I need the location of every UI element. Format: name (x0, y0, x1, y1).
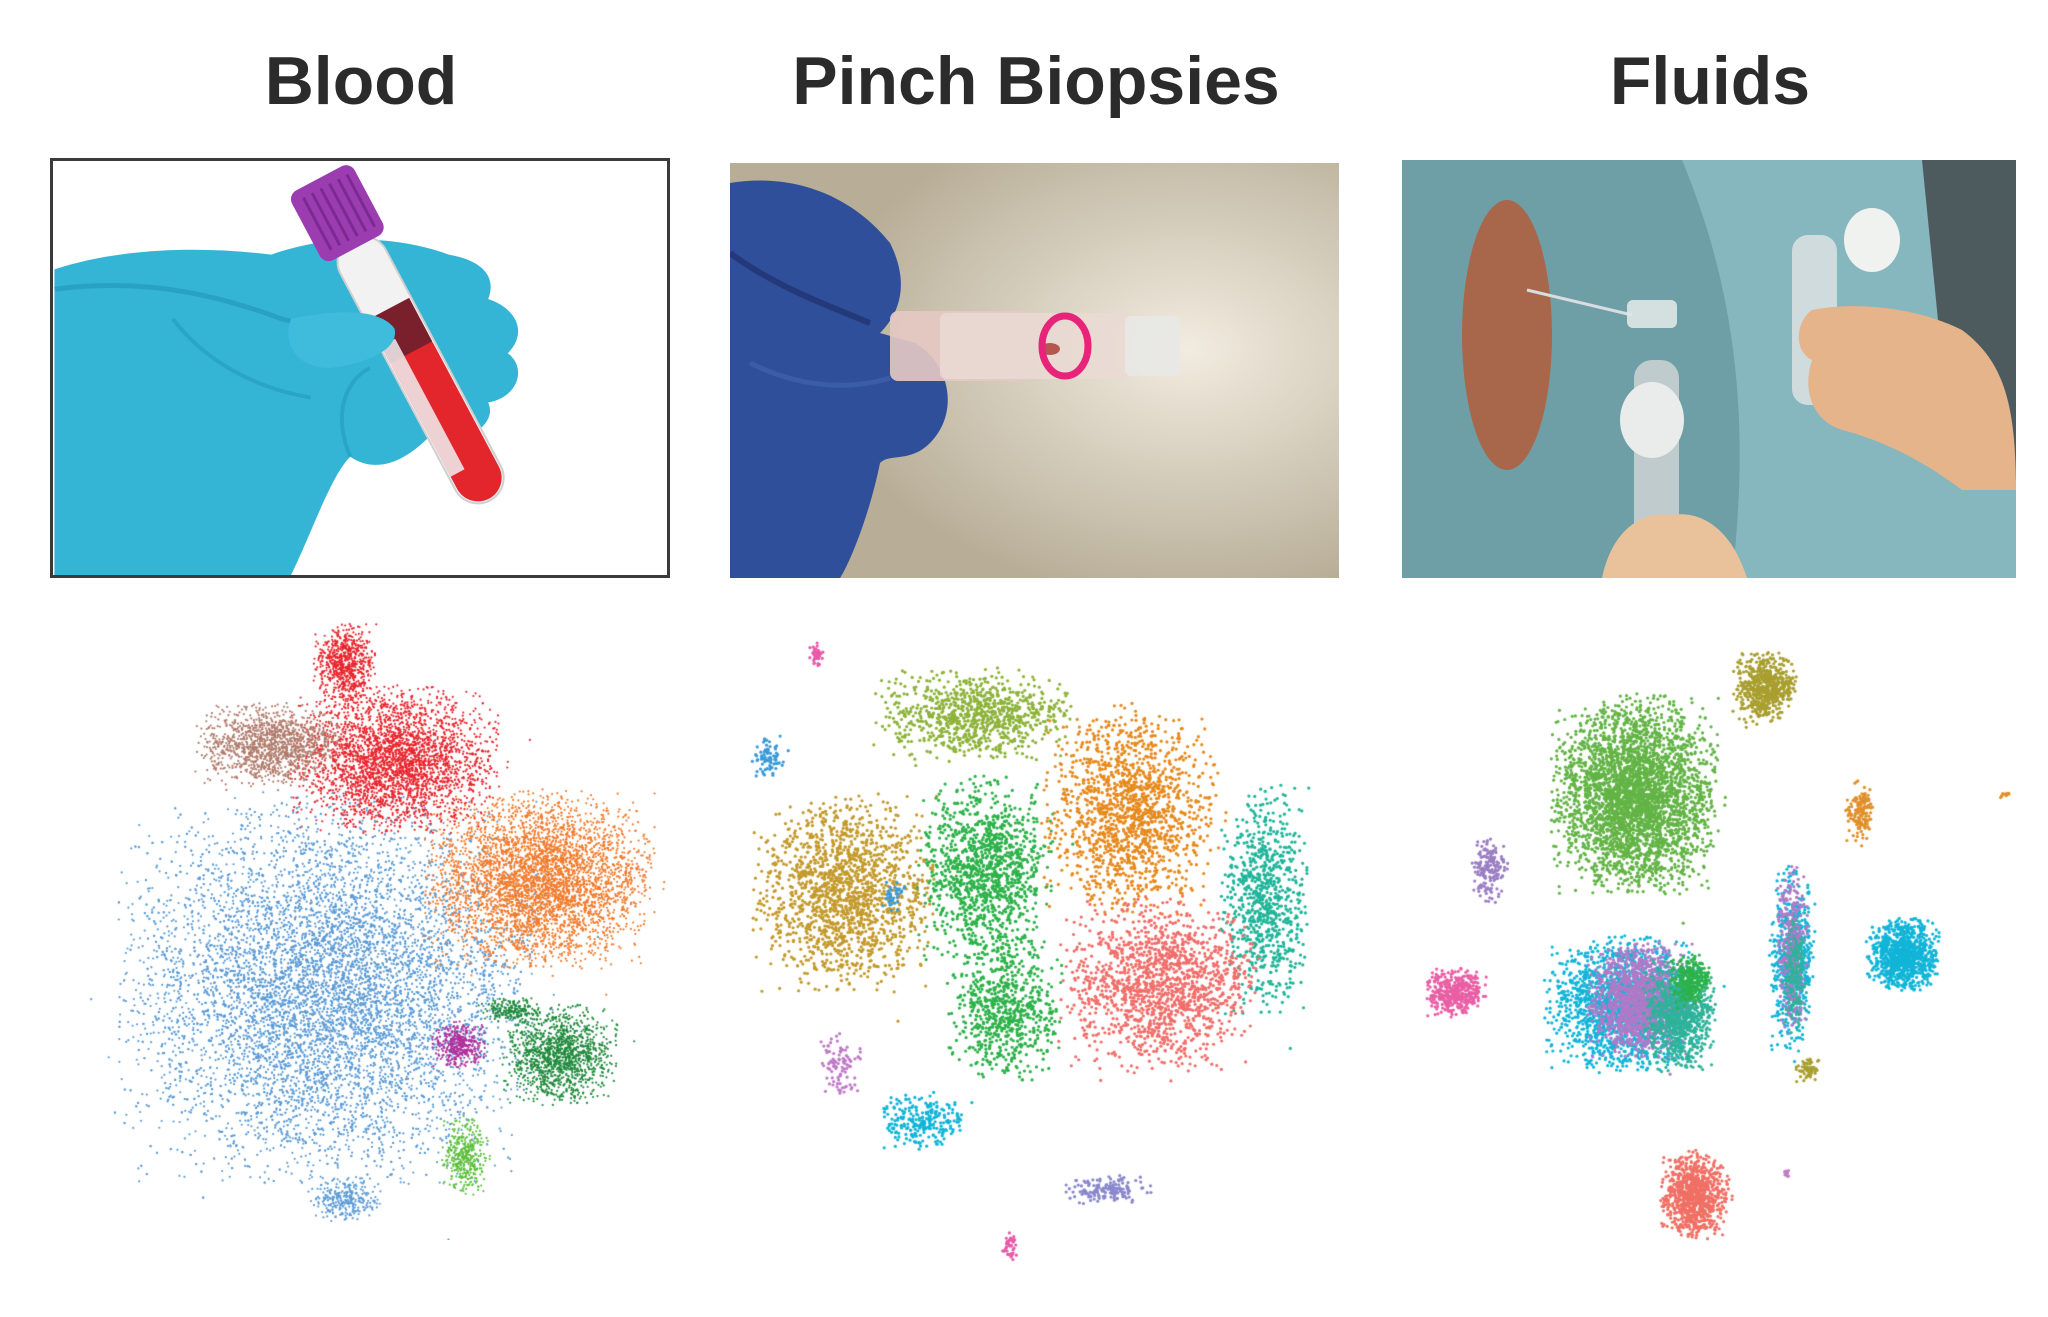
blood-tube-illustration (54, 161, 666, 575)
biopsy-vial-illustration (730, 163, 1339, 578)
blood-tube-photo (50, 158, 670, 578)
tsne-plot-pinch-biopsies (730, 630, 1350, 1280)
column-title-pinch-biopsies: Pinch Biopsies (792, 43, 1280, 119)
tsne-canvas-pinch-biopsies (730, 630, 1350, 1280)
tsne-plot-blood (50, 610, 670, 1240)
fluids-photo (1402, 160, 2016, 578)
column-title-blood: Blood (264, 43, 458, 119)
column-title-fluids: Fluids (1609, 43, 1811, 119)
pinch-biopsy-photo (730, 163, 1339, 578)
tsne-plot-fluids (1400, 630, 2048, 1280)
fluid-aspiration-illustration (1402, 160, 2016, 578)
tsne-canvas-blood (50, 610, 670, 1240)
tsne-canvas-fluids (1400, 630, 2048, 1280)
biopsy-highlight-circle (1038, 312, 1092, 380)
